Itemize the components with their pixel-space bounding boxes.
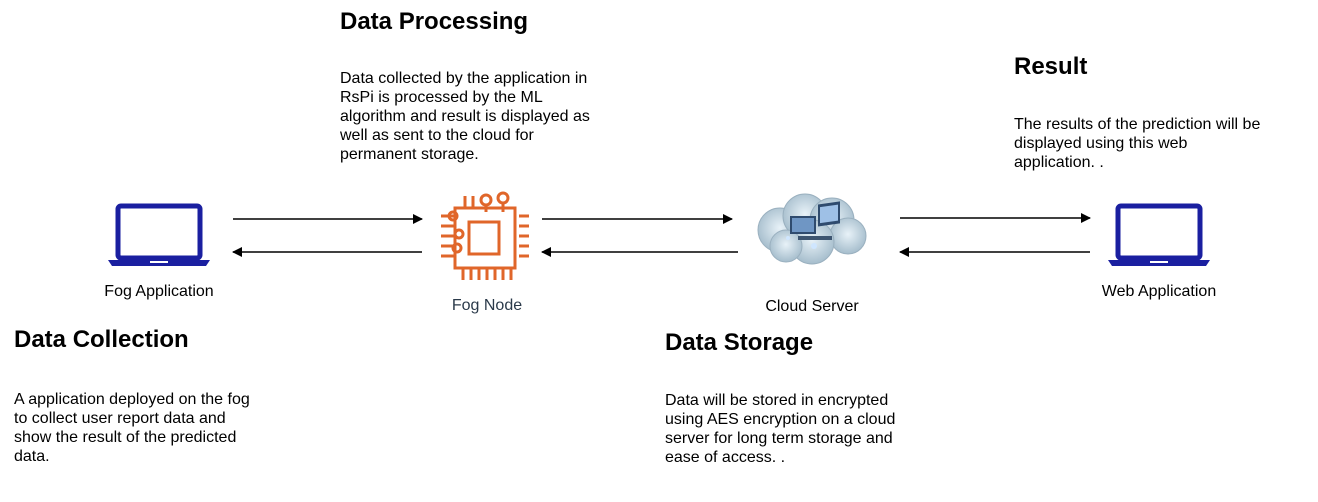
fog-node-chip-icon xyxy=(441,191,529,280)
web-application-laptop-icon xyxy=(1108,203,1210,266)
data-collection-description: A application deployed on the fog to col… xyxy=(14,391,250,465)
cloud-server-label: Cloud Server xyxy=(765,298,859,315)
web-application-label: Web Application xyxy=(1101,283,1217,300)
fog-application-laptop-icon xyxy=(108,203,210,266)
cloud-server-icon xyxy=(757,193,867,265)
result-title: Result xyxy=(1014,53,1088,80)
fog-application-label: Fog Application xyxy=(104,283,214,300)
fog-node-label: Fog Node xyxy=(451,297,523,314)
data-storage-title: Data Storage xyxy=(665,329,814,356)
data-processing-title: Data Processing xyxy=(340,8,529,35)
data-collection-title: Data Collection xyxy=(14,326,189,353)
data-processing-description: Data collected by the application in RsP… xyxy=(340,70,590,163)
data-storage-description: Data will be stored in encrypted using A… xyxy=(665,392,896,466)
result-description: The results of the prediction will be di… xyxy=(1014,116,1261,171)
